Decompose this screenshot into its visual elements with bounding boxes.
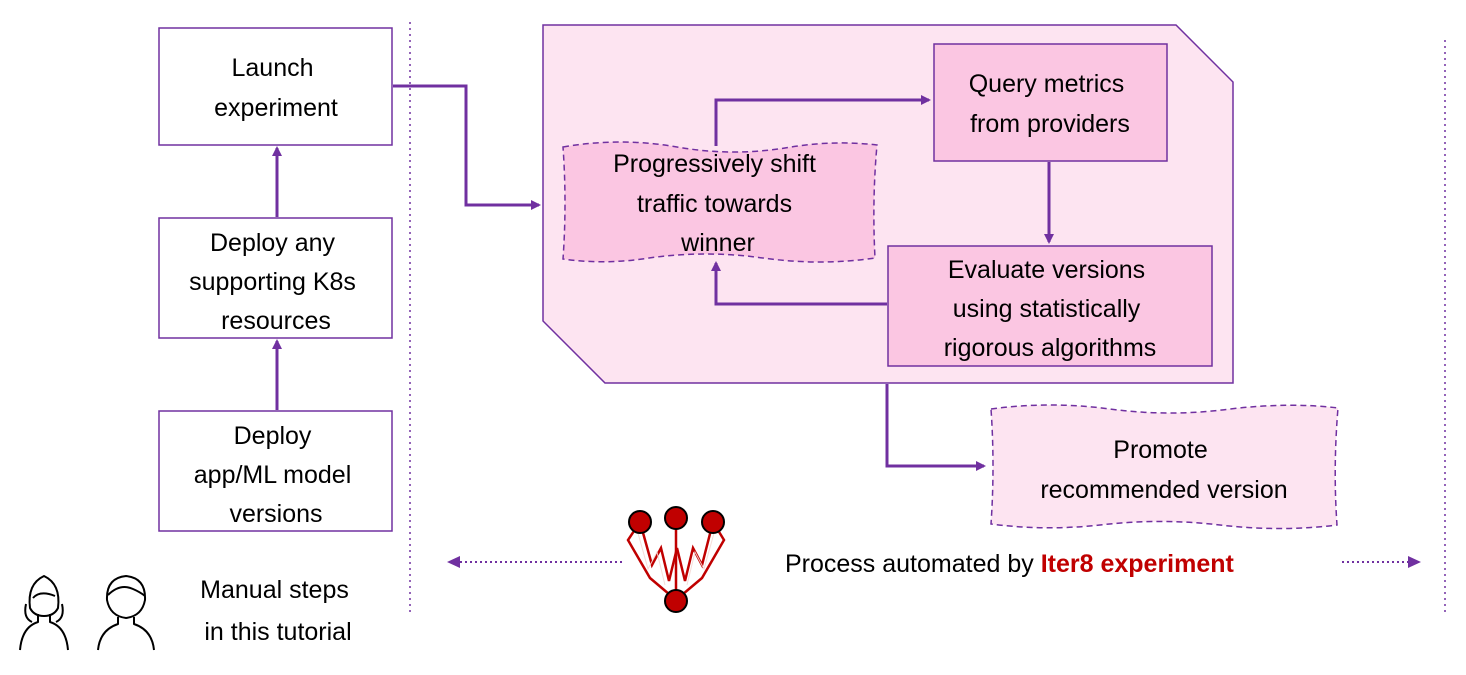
- man-icon: [97, 575, 155, 651]
- manual-caption-label: in this tutorial: [204, 618, 351, 646]
- shift-traffic-box: Progressively shift traffic towards winn…: [562, 141, 878, 263]
- deploy-versions-label: versions: [229, 500, 322, 528]
- deploy-supporting-label: supporting K8s: [189, 268, 356, 296]
- arrow-automation-to-promote: [885, 384, 986, 471]
- svg-text:Launch experiment: Launch experiment: [214, 54, 338, 122]
- svg-text:Deploy app/ML model: Deploy app/ML model versions: [194, 422, 358, 528]
- svg-text:Progressively shift traf: Progressively shift traffic towards winn…: [613, 150, 823, 257]
- launch-experiment-label: experiment: [214, 94, 338, 122]
- automated-caption-prefix: Process automated by: [785, 550, 1041, 578]
- evaluate-versions-label: using statistically: [953, 295, 1141, 323]
- shift-traffic-label: Progressively shift: [613, 150, 816, 178]
- manual-caption-label: Manual steps: [200, 576, 349, 604]
- svg-text:Evaluate versions using: Evaluate versions using statistically ri…: [944, 256, 1157, 362]
- svg-text:Query metrics from provi: Query metrics from providers: [969, 70, 1132, 138]
- shift-traffic-label: traffic towards: [637, 190, 792, 218]
- query-metrics-label: Query metrics: [969, 70, 1125, 98]
- query-metrics-box: Query metrics from providers: [933, 43, 1168, 162]
- svg-text:Manual steps in this tutor: Manual steps in this tutorial: [200, 576, 356, 646]
- deploy-supporting-label: Deploy any: [210, 229, 336, 257]
- arrow-shift-to-query: [714, 95, 931, 146]
- deploy-supporting-label: resources: [221, 307, 331, 335]
- deploy-supporting-resources-box: Deploy any supporting K8s resources: [158, 217, 393, 339]
- deploy-versions-label: Deploy: [234, 422, 312, 450]
- woman-icon: [19, 575, 69, 651]
- svg-text:Deploy any supporting K8: Deploy any supporting K8s resources: [189, 229, 363, 335]
- query-metrics-label: from providers: [970, 110, 1130, 138]
- svg-text:Process automated by Iter8 exp: Process automated by Iter8 experiment: [785, 550, 1235, 578]
- deploy-versions-box: Deploy app/ML model versions: [158, 410, 393, 532]
- arrow-evaluate-to-shift: [711, 261, 887, 306]
- iter8-logo-icon: [626, 506, 726, 613]
- iter8-experiment-label: Iter8 experiment: [1041, 550, 1235, 578]
- evaluate-versions-label: Evaluate versions: [948, 256, 1145, 284]
- launch-experiment-box: Launch experiment: [158, 27, 393, 146]
- promote-version-label: recommended version: [1040, 476, 1287, 504]
- promote-version-box: Promote recommended version: [990, 404, 1339, 530]
- shift-traffic-label: winner: [680, 229, 755, 257]
- evaluate-versions-box: Evaluate versions using statistically ri…: [887, 245, 1213, 367]
- svg-text:Promote recommended ver: Promote recommended version: [1040, 436, 1287, 504]
- launch-experiment-label: Launch: [232, 54, 314, 82]
- promote-version-label: Promote: [1113, 436, 1207, 464]
- arrow-launch-to-automation: [393, 84, 541, 210]
- evaluate-versions-label: rigorous algorithms: [944, 334, 1157, 362]
- deploy-versions-label: app/ML model: [194, 461, 352, 489]
